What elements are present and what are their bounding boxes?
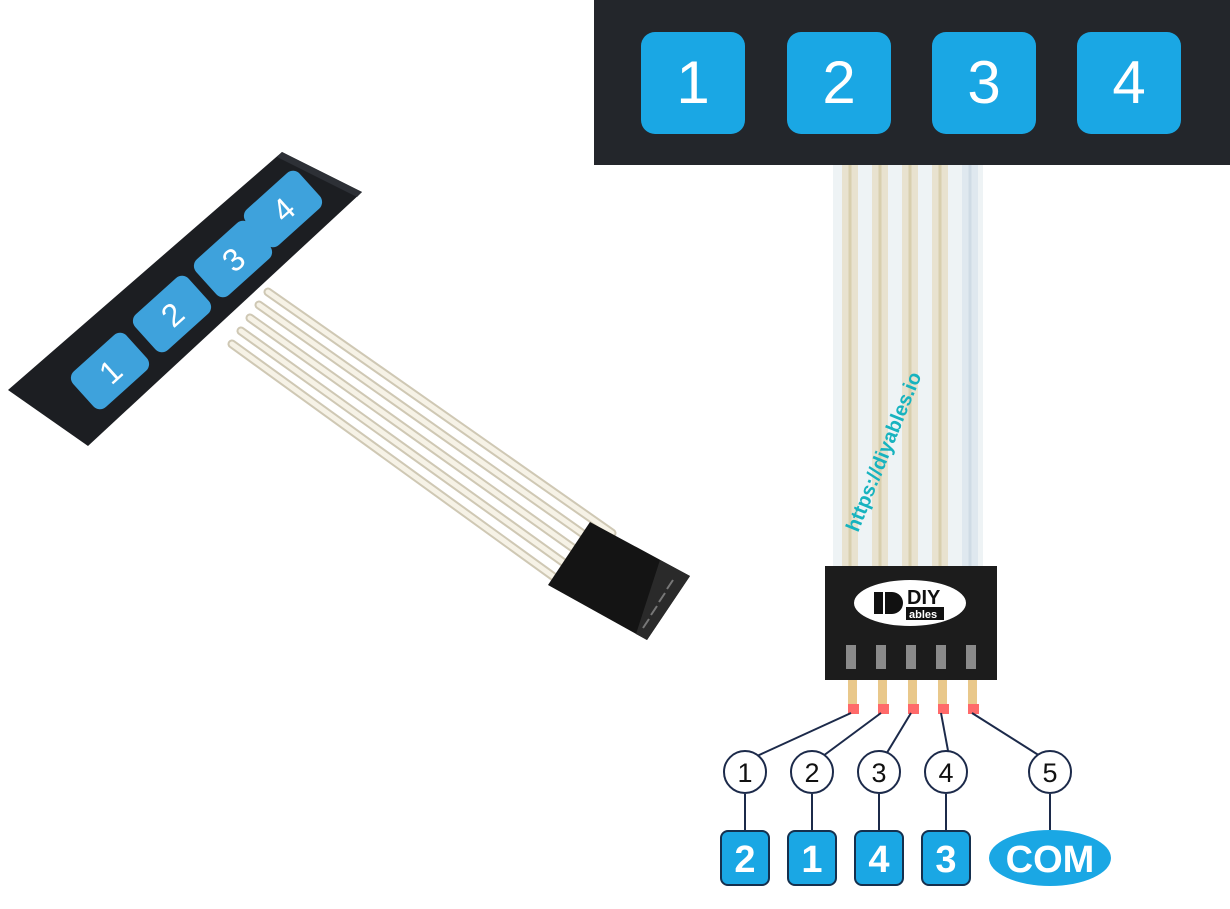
- photo-connector: [548, 522, 690, 640]
- pin-1: 12: [720, 750, 770, 886]
- diagram-key-4: 4: [1077, 32, 1181, 134]
- pin-function-label: 3: [935, 839, 956, 881]
- diagram-key-label: 1: [676, 49, 709, 116]
- pin-number-circle: [1028, 750, 1072, 794]
- diagram-key-label: 2: [822, 49, 855, 116]
- pin-leader-lines: [744, 712, 1051, 830]
- pin-function-badge: [989, 830, 1111, 886]
- pin-number: 1: [737, 758, 752, 788]
- pin-number: 3: [871, 758, 886, 788]
- diagram-key-group: 1 2 3 4: [641, 32, 1181, 134]
- logo-text-top: DIY: [907, 587, 941, 609]
- pin-function-badge: [854, 830, 904, 886]
- photo-key-3: 3: [193, 220, 273, 298]
- logo-text-bottom: ables: [909, 609, 937, 621]
- pin-2: 21: [787, 750, 837, 886]
- pin-number: 4: [938, 758, 953, 788]
- pin-function-badge: [787, 830, 837, 886]
- pin-function-label: 1: [801, 839, 822, 881]
- pin-number-circle: [790, 750, 834, 794]
- pin-function-label: 4: [868, 839, 889, 881]
- diagram-ribbon-cable: [833, 165, 983, 570]
- pin-function-badge: [720, 830, 770, 886]
- diagram-key-label: 4: [1112, 49, 1145, 116]
- diagram-connector: DIY ables: [825, 566, 997, 680]
- photo-key-1: 1: [70, 332, 150, 410]
- photo-key-4: 4: [243, 170, 323, 248]
- pin-number-circle: [924, 750, 968, 794]
- pin-number-circle: [723, 750, 767, 794]
- diagram-key-1: 1: [641, 32, 745, 134]
- pin-function-badge: [921, 830, 971, 886]
- pin-number: 5: [1042, 758, 1057, 788]
- diagram-key-3: 3: [932, 32, 1036, 134]
- pin-number: 2: [804, 758, 819, 788]
- pin-number-circle: [857, 750, 901, 794]
- connector-pins: [848, 680, 979, 714]
- diagram-key-label: 3: [967, 49, 1000, 116]
- pin-3: 34: [854, 750, 904, 886]
- pin-function-label: 2: [734, 839, 755, 881]
- photo-ribbon-cable: [227, 287, 617, 598]
- pin-4: 43: [921, 750, 971, 886]
- photo-key-2: 2: [132, 275, 212, 353]
- pin-function-label: COM: [1006, 839, 1095, 881]
- diagram-key-2: 2: [787, 32, 891, 134]
